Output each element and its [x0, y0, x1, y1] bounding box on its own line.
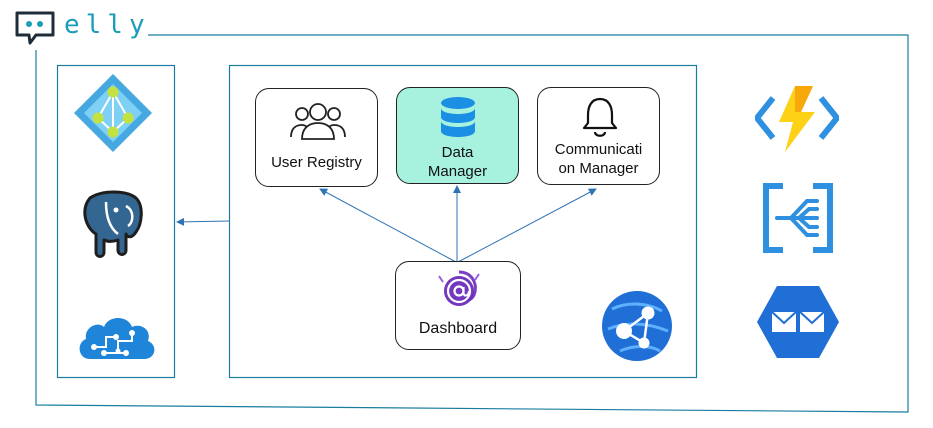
module-label: Data Manager	[427, 144, 488, 180]
azure-event-hubs-icon	[763, 183, 833, 253]
arrow-dashboard-to-user-registry	[319, 188, 457, 263]
outer-frame	[35, 34, 909, 413]
database-icon	[441, 97, 475, 137]
bell-icon	[582, 97, 618, 137]
azure-cognitive-services-icon	[79, 318, 155, 359]
postgresql-elephant-icon	[83, 190, 143, 258]
module-dashboard[interactable]: Dashboard	[395, 261, 521, 350]
arrow-app-to-services	[176, 217, 230, 226]
module-communication-manager[interactable]: Communicati on Manager	[537, 87, 660, 185]
module-label: Dashboard	[418, 320, 498, 337]
module-label: Communicati on Manager	[554, 141, 643, 177]
azure-functions-icon	[755, 86, 839, 152]
app-panel-frame	[228, 64, 698, 379]
left-panel-frame	[56, 64, 176, 379]
azure-queue-storage-icon	[757, 286, 839, 358]
module-label: User Registry	[271, 154, 362, 171]
azure-app-service-icon	[602, 291, 672, 361]
azure-active-directory-icon	[74, 74, 152, 152]
chat-bubble-icon	[15, 11, 55, 45]
module-user-registry[interactable]: User Registry	[255, 88, 378, 187]
module-data-manager[interactable]: Data Manager	[396, 87, 519, 184]
blazor-at-icon	[438, 270, 480, 306]
brand-name: elly	[64, 10, 151, 40]
users-icon	[290, 103, 346, 140]
arrow-dashboard-to-communication-manager	[457, 188, 597, 263]
